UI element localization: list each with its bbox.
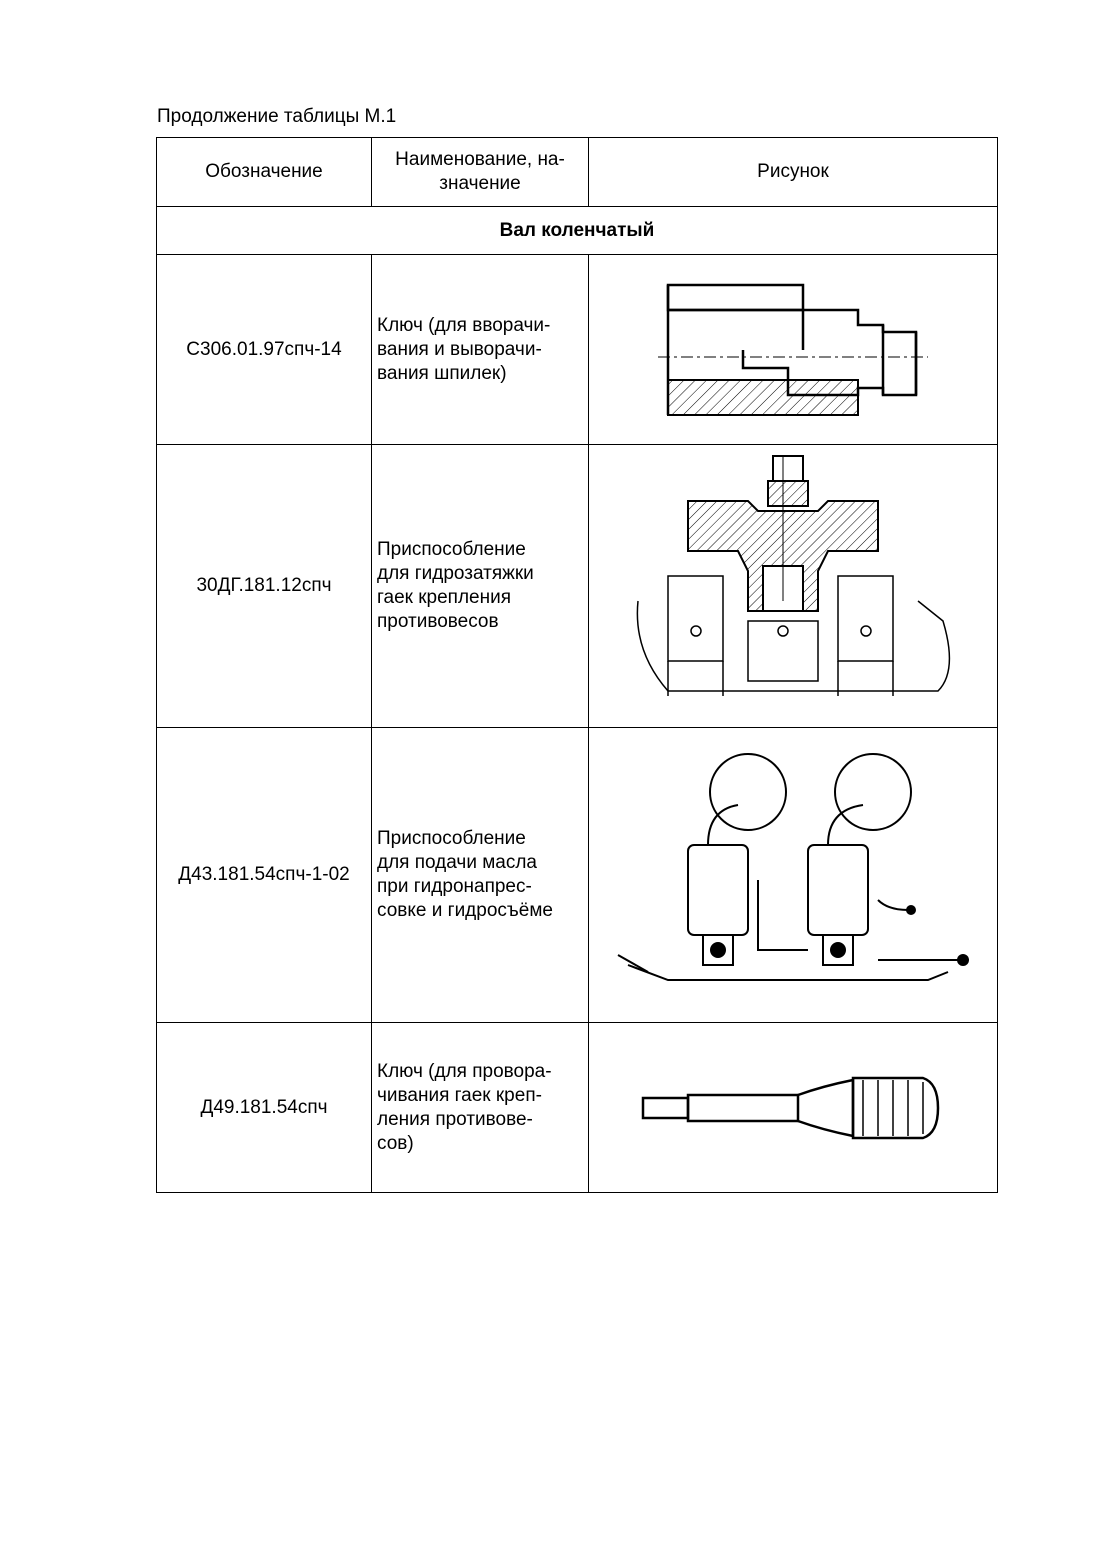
row-code: С306.01.97спч-14 (156, 254, 372, 445)
row-name: Ключ (для вворачи- вания и выворачи- ван… (371, 254, 589, 445)
row-name: Приспособление для гидрозатяжки гаек кре… (371, 444, 589, 728)
table-row: Д49.181.54спч Ключ (для провора- чивания… (156, 1022, 998, 1193)
oil-supply-pumps-drawing-icon (617, 753, 969, 981)
row-code: Д49.181.54спч (156, 1022, 372, 1193)
row-figure (588, 254, 998, 445)
row-figure (588, 444, 998, 728)
header-designation: Обозначение (156, 137, 372, 207)
tools-table: Обозначение Наименование, на- значение Р… (156, 137, 998, 1193)
table-row: Д43.181.54спч-1-02 Приспособление для по… (156, 727, 998, 1023)
section-title: Вал коленчатый (156, 206, 998, 255)
table-header-row: Обозначение Наименование, на- значение Р… (156, 137, 998, 207)
row-figure (588, 727, 998, 1023)
table-row: 30ДГ.181.12спч Приспособление для гидроз… (156, 444, 998, 728)
row-figure (588, 1022, 998, 1193)
header-name: Наименование, на- значение (371, 137, 589, 207)
table-caption: Продолжение таблицы М.1 (157, 106, 397, 127)
table-row: С306.01.97спч-14 Ключ (для вворачи- вани… (156, 254, 998, 445)
section-row: Вал коленчатый (156, 206, 998, 255)
stud-wrench-drawing-icon (658, 283, 928, 416)
header-figure: Рисунок (588, 137, 998, 207)
row-name: Ключ (для провора- чивания гаек креп- ле… (371, 1022, 589, 1193)
row-code: Д43.181.54спч-1-02 (156, 727, 372, 1023)
row-code: 30ДГ.181.12спч (156, 444, 372, 728)
hydraulic-tensioner-drawing-icon (636, 455, 951, 696)
nut-turning-key-drawing-icon (641, 1076, 940, 1139)
row-name: Приспособление для подачи масла при гидр… (371, 727, 589, 1023)
